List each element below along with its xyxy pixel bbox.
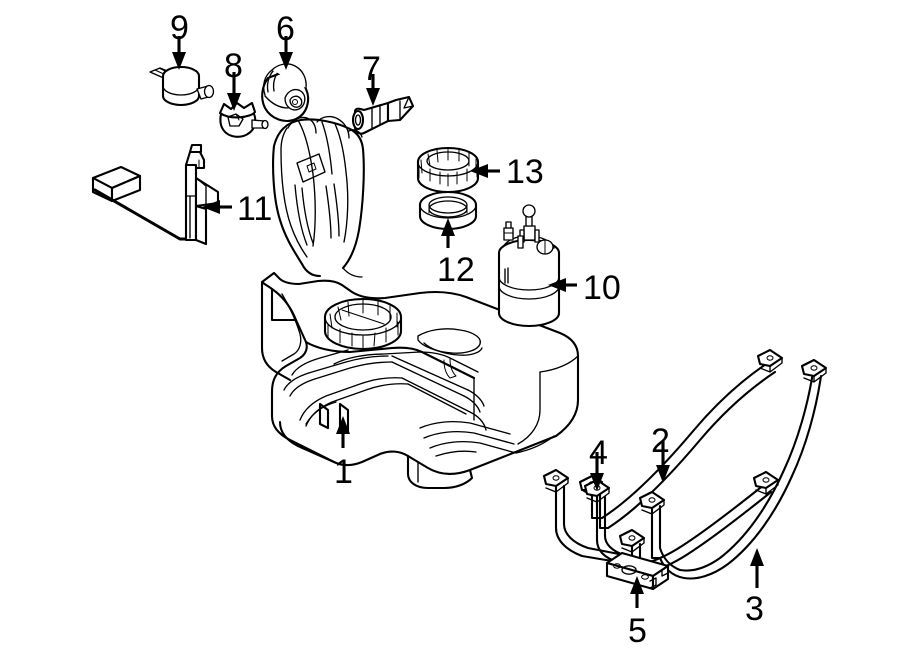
part-check-valve[interactable]: [149, 65, 215, 107]
callout-label-6[interactable]: 6: [276, 10, 295, 48]
tank-deck-pocket: [417, 328, 483, 379]
callout-label-7[interactable]: 7: [362, 50, 381, 88]
callout-label-3[interactable]: 3: [745, 590, 764, 628]
part-lock-ring[interactable]: [416, 146, 480, 194]
part-fuel-level-sender[interactable]: [91, 143, 220, 246]
part-fuel-tank-strap-front[interactable]: [638, 358, 828, 580]
callout-label-5[interactable]: 5: [628, 612, 647, 650]
part-tank-shim-bracket[interactable]: [605, 551, 670, 591]
callout-label-2[interactable]: 2: [651, 422, 670, 460]
tank-access-cap: [323, 297, 403, 351]
callout-label-1[interactable]: 1: [334, 453, 353, 491]
part-vent-fitting[interactable]: [351, 95, 415, 135]
callout-label-10[interactable]: 10: [583, 269, 621, 307]
callout-label-9[interactable]: 9: [170, 9, 189, 47]
callout-label-11[interactable]: 11: [237, 190, 273, 228]
filler-neck: [272, 115, 365, 278]
callout-label-13[interactable]: 13: [506, 153, 544, 191]
part-fuel-pump-canister[interactable]: [497, 204, 561, 328]
strap-short-left[interactable]: [542, 468, 626, 564]
part-fuel-tank-strap-rear[interactable]: [578, 348, 784, 530]
callout-label-8[interactable]: 8: [224, 47, 243, 85]
part-rollover-valve[interactable]: [218, 101, 269, 138]
part-purge-valve[interactable]: [261, 63, 310, 122]
part-tank-seal-ring[interactable]: [418, 190, 478, 231]
callout-label-4[interactable]: 4: [589, 434, 608, 472]
callout-label-12[interactable]: 12: [437, 251, 475, 289]
callout-arrows: [172, 36, 764, 608]
